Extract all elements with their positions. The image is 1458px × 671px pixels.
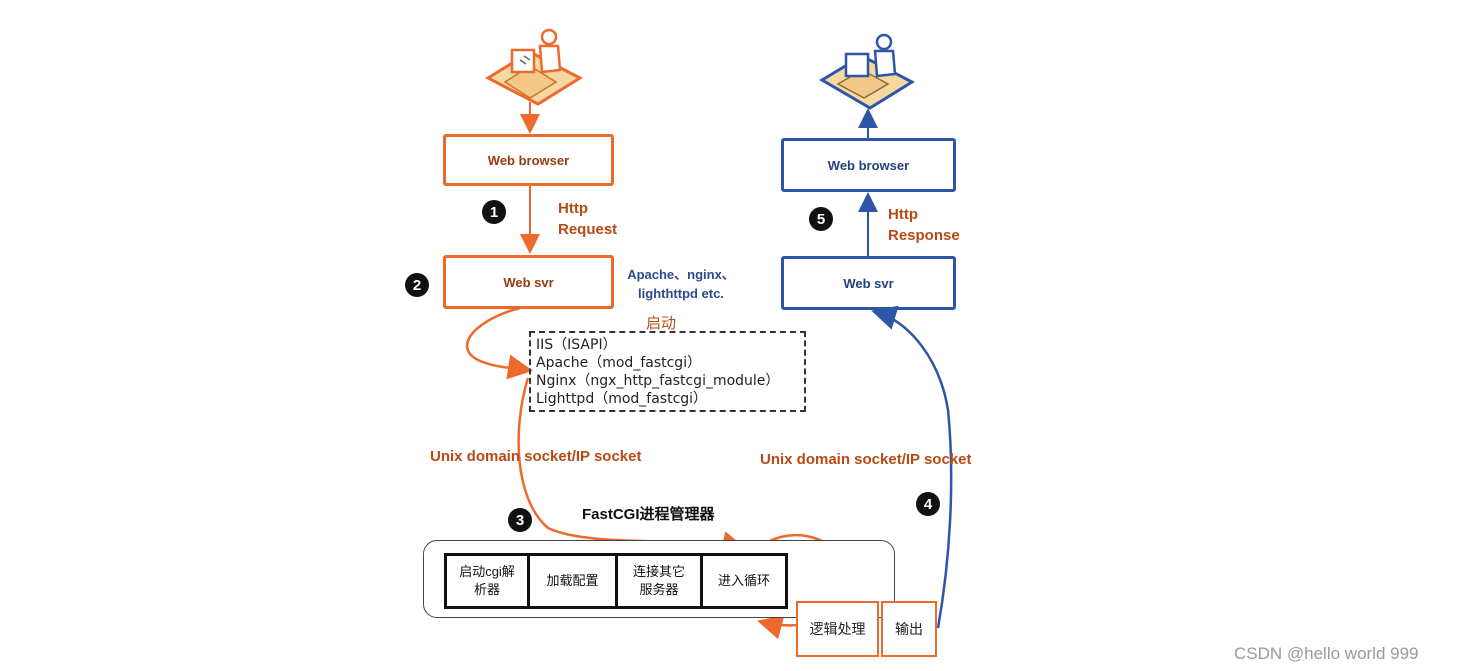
- left-web-browser-box: Web browser: [443, 134, 614, 186]
- step-connect-servers: 连接其它 服务器: [615, 553, 703, 609]
- step-start-cgi: 启动cgi解 析器: [444, 553, 530, 609]
- user-at-computer-icon-orange: [484, 28, 584, 106]
- step-2-badge: 2: [405, 273, 429, 297]
- fastcgi-title: FastCGI进程管理器: [582, 506, 715, 523]
- module-lighttpd: Lighttpd（mod_fastcgi）: [536, 391, 708, 407]
- step-3-badge: 3: [508, 508, 532, 532]
- module-nginx: Nginx（ngx_http_fastcgi_module）: [536, 373, 780, 389]
- module-apache: Apache（mod_fastcgi）: [536, 355, 702, 371]
- watermark: CSDN @hello world 999: [1234, 644, 1419, 663]
- module-list: IIS（ISAPI） Apache（mod_fastcgi） Nginx（ngx…: [536, 336, 779, 408]
- left-web-svr-box: Web svr: [443, 255, 614, 309]
- right-web-browser-label: Web browser: [827, 157, 910, 173]
- left-socket-label: Unix domain socket/IP socket: [430, 448, 642, 465]
- servers-note: Apache、nginx、 lighthttpd etc.: [627, 267, 735, 301]
- start-label: 启动: [646, 315, 677, 332]
- right-web-browser-box: Web browser: [781, 138, 956, 192]
- output-box: 输出: [881, 601, 937, 657]
- user-at-computer-icon-blue: [819, 33, 916, 110]
- step-4-badge: 4: [916, 492, 940, 516]
- right-web-svr-label: Web svr: [843, 275, 894, 291]
- module-iis: IIS（ISAPI）: [536, 337, 617, 353]
- logic-processing-box: 逻辑处理: [796, 601, 879, 657]
- right-socket-label: Unix domain socket/IP socket: [760, 451, 972, 468]
- module-list-box: [529, 331, 806, 412]
- left-web-svr-label: Web svr: [503, 274, 554, 290]
- left-web-browser-label: Web browser: [487, 152, 570, 168]
- step-load-config: 加载配置: [527, 553, 618, 609]
- step-enter-loop: 进入循环: [700, 553, 788, 609]
- step-5-badge: 5: [809, 207, 833, 231]
- right-web-svr-box: Web svr: [781, 256, 956, 310]
- http-response-label: Http Response: [888, 206, 960, 244]
- step-1-badge: 1: [482, 200, 506, 224]
- http-request-label: Http Request: [558, 200, 618, 238]
